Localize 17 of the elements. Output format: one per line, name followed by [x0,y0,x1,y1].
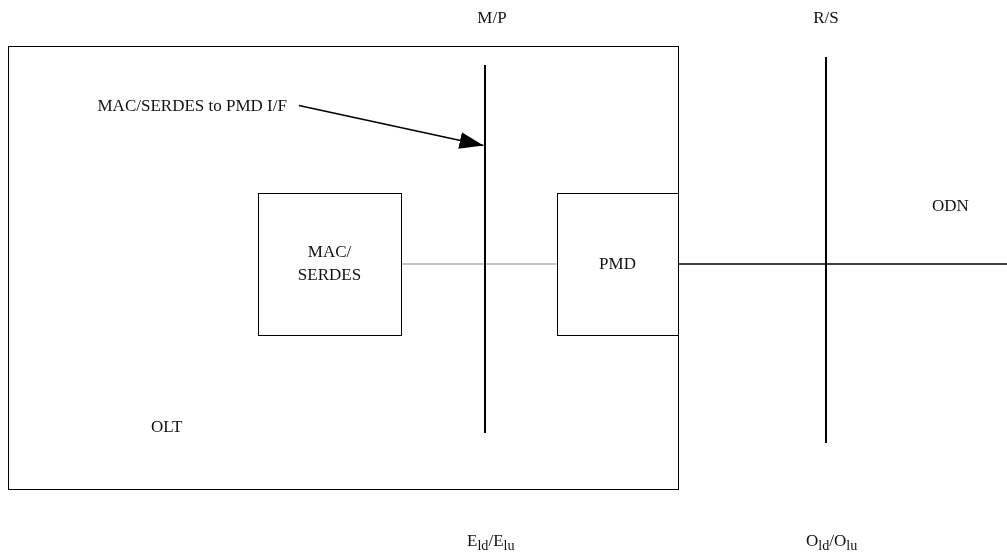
reference-line [483,64,486,433]
reference-line [825,57,827,443]
system-box [8,46,679,490]
connector-line [400,263,558,265]
reference-point-label: E$_{ld}$/E$_{lu}$ [467,531,515,555]
reference-point-label: O$_{ld}$/O$_{lu}$ [806,531,858,555]
system-label: OLT [151,417,183,437]
leader-arrow [298,104,485,149]
reference-point-label: R/S [812,8,840,28]
interface-label: MAC/SERDES to PMD I/F [97,95,287,116]
block-label: PMD [598,252,637,275]
reference-point-label: M/P [476,8,508,28]
process-box [556,192,679,336]
network-label: ODN [932,196,969,216]
signal-line [677,263,1007,265]
process-box [257,192,402,336]
block-label: MAC/ SERDES [296,241,363,286]
